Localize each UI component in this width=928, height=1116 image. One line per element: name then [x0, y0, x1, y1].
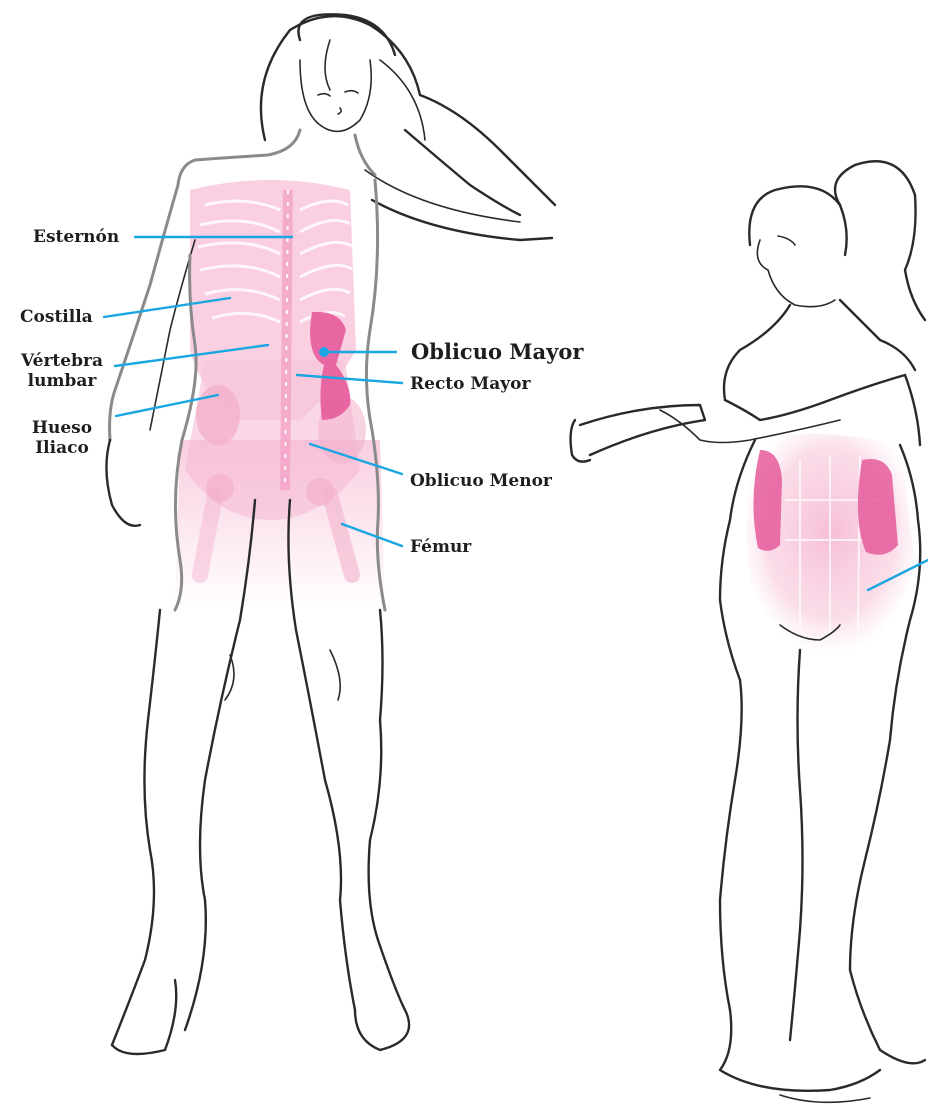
label-rectus: Recto Mayor	[410, 374, 530, 394]
label-iliac-line1: Hueso	[12, 418, 112, 438]
label-iliac-line2: Iliaco	[12, 438, 112, 458]
label-sternum: Esternón	[33, 227, 119, 247]
label-iliac-bone: Hueso Iliaco	[12, 418, 112, 458]
label-internal-oblique: Oblicuo Menor	[410, 471, 552, 491]
label-rib: Costilla	[20, 307, 93, 327]
label-lumbar-vertebra: Vértebra lumbar	[12, 351, 112, 391]
label-lumbar-line1: Vértebra	[12, 351, 112, 371]
side-figure	[571, 161, 925, 1102]
label-lumbar-line2: lumbar	[12, 371, 112, 391]
oblique-left-side	[753, 450, 782, 551]
label-femur: Fémur	[410, 537, 471, 557]
front-figure	[106, 14, 555, 1054]
label-external-oblique: Oblicuo Mayor	[411, 340, 583, 364]
